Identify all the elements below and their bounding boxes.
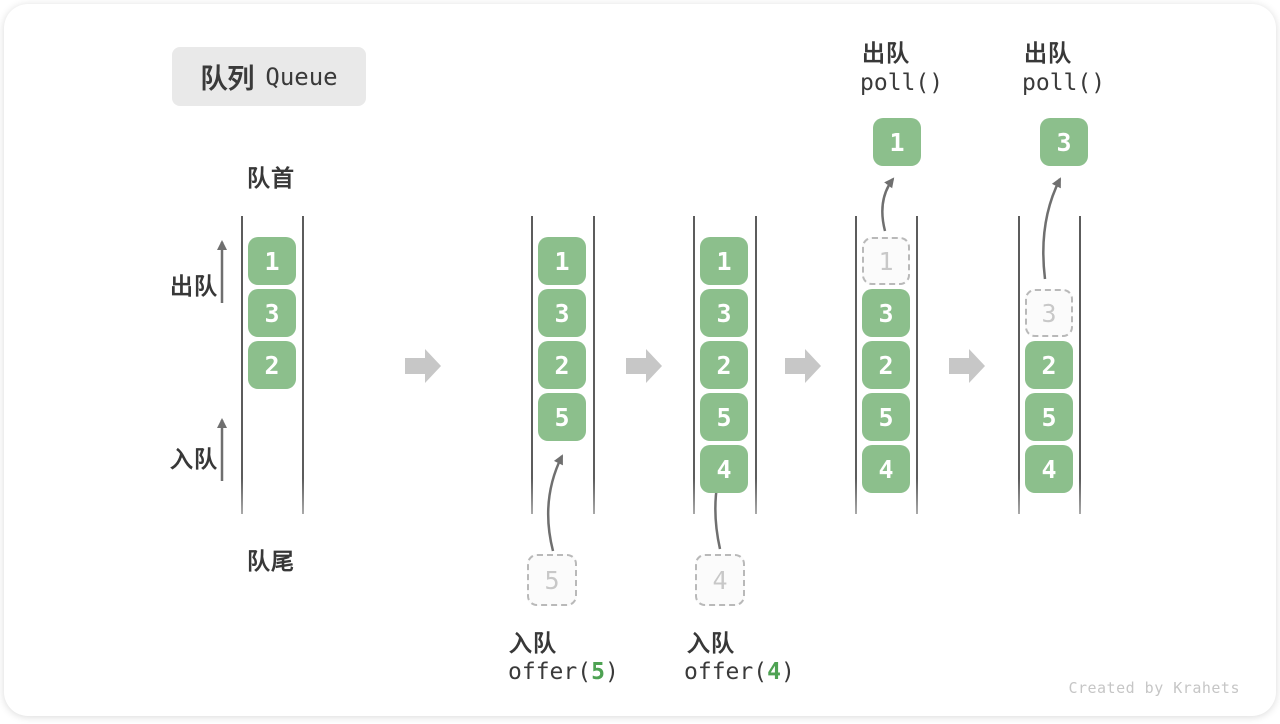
code-fn: offer( xyxy=(684,659,768,685)
enqueue-5-arrow-icon xyxy=(546,454,564,552)
arrows-overlay xyxy=(217,177,1062,552)
queue-cell: 3 xyxy=(538,289,586,337)
queue-rail xyxy=(302,216,304,514)
queue-cell: 1 xyxy=(700,237,748,285)
dequeue-3-arrow-icon xyxy=(1042,177,1062,280)
queue-cell: 1 xyxy=(538,237,586,285)
queue-rail xyxy=(855,216,857,514)
diagram-title: 队列 Queue xyxy=(172,47,366,106)
queue-rear-label: 队尾 xyxy=(247,548,295,574)
code-arg: 4 xyxy=(767,659,781,685)
queue-cell: 2 xyxy=(248,341,296,389)
queue-rail xyxy=(241,216,243,514)
queue-cell: 5 xyxy=(700,393,748,441)
state-transition-arrow-icon xyxy=(949,349,985,383)
queue-cell: 2 xyxy=(862,341,910,389)
enqueue-op-label: 入队 xyxy=(509,630,557,656)
state-transition-arrow-icon xyxy=(785,349,821,383)
removed-element-ghost: 1 xyxy=(862,237,910,285)
queue-cell: 5 xyxy=(1025,393,1073,441)
queue-front-label: 队首 xyxy=(247,165,295,191)
code-close: ) xyxy=(780,659,795,685)
queue-rail xyxy=(1018,216,1020,514)
queue-cell: 1 xyxy=(248,237,296,285)
queue-cell: 4 xyxy=(862,445,910,493)
queue-cell: 3 xyxy=(700,289,748,337)
queue-rail xyxy=(1079,216,1081,514)
title-en: Queue xyxy=(265,62,338,91)
code-arg: 5 xyxy=(591,659,605,685)
incoming-element-ghost: 5 xyxy=(527,554,577,606)
enqueue-side-label: 入队 xyxy=(170,446,218,472)
queue-cell: 2 xyxy=(538,341,586,389)
queue-rail xyxy=(916,216,918,514)
dequeue-op-label: 出队 xyxy=(1024,40,1072,66)
title-zh: 队列 xyxy=(200,64,255,94)
enqueue-op-code: offer(5) xyxy=(508,659,619,685)
dequeue-1-arrow-icon xyxy=(881,177,895,232)
queue-cell: 4 xyxy=(700,445,748,493)
queue-rail xyxy=(693,216,695,514)
queue-cell: 5 xyxy=(538,393,586,441)
state-transition-arrow-icon xyxy=(626,349,662,383)
code-fn: offer( xyxy=(508,659,592,685)
dequeue-side-label: 出队 xyxy=(170,273,218,299)
diagram-canvas: 队列 Queue 队首 队尾 出队 入队 1 3 2 1 3 2 5 5 入队 … xyxy=(4,4,1276,716)
dequeue-op-code: poll() xyxy=(860,70,944,96)
watermark-credit: Created by Krahets xyxy=(1068,679,1240,697)
queue-cell: 3 xyxy=(248,289,296,337)
enqueue-op-label: 入队 xyxy=(687,630,735,656)
queue-rail xyxy=(755,216,757,514)
queue-cell: 3 xyxy=(862,289,910,337)
queue-rail xyxy=(531,216,533,514)
queue-cell: 2 xyxy=(1025,341,1073,389)
queue-cell: 5 xyxy=(862,393,910,441)
removed-element-ghost: 3 xyxy=(1025,289,1073,337)
enqueue-op-code: offer(4) xyxy=(684,659,795,685)
queue-rail xyxy=(593,216,595,514)
queue-cell: 4 xyxy=(1025,445,1073,493)
dequeued-result-cell: 3 xyxy=(1040,118,1088,166)
incoming-element-ghost: 4 xyxy=(695,554,745,606)
queue-cell: 2 xyxy=(700,341,748,389)
code-close: ) xyxy=(604,659,619,685)
dequeue-op-label: 出队 xyxy=(862,40,910,66)
state-transition-arrow-icon xyxy=(405,349,441,383)
dequeue-op-code: poll() xyxy=(1022,70,1106,96)
dequeued-result-cell: 1 xyxy=(873,118,921,166)
